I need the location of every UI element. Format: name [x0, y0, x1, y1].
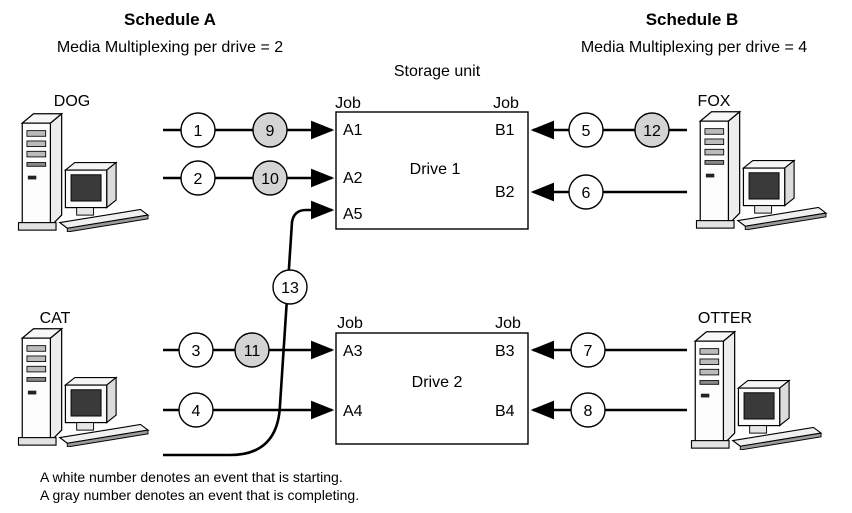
- drive1-job-header-a: Job: [335, 95, 361, 112]
- event-1-label: 1: [194, 123, 203, 140]
- dog-computer-icon: [17, 113, 149, 232]
- event-6-label: 6: [582, 185, 591, 202]
- drive2-job-header-b: Job: [495, 315, 521, 332]
- client-otter-label: OTTER: [698, 310, 752, 327]
- drive1-job-header-b: Job: [493, 95, 519, 112]
- storage-unit-label: Storage unit: [394, 63, 481, 80]
- drive1-name: Drive 1: [410, 161, 461, 178]
- schedule-b-title: Schedule B: [646, 10, 739, 29]
- event-4-label: 4: [192, 403, 201, 420]
- event-3-label: 3: [192, 343, 201, 360]
- schedule-a-subtitle: Media Multiplexing per drive = 2: [57, 39, 283, 56]
- event-4-marker: 4: [178, 392, 214, 428]
- wire-cat-a5: [163, 200, 335, 457]
- event-10-label: 10: [261, 171, 279, 188]
- event-5-label: 5: [582, 123, 591, 140]
- drive1-job-a5: A5: [343, 206, 363, 223]
- event-2-marker: 2: [180, 160, 216, 196]
- event-10-marker: 10: [252, 160, 288, 196]
- event-8-marker: 8: [570, 392, 606, 428]
- event-11-marker: 11: [234, 332, 270, 368]
- event-12-marker: 12: [634, 112, 670, 148]
- event-3-marker: 3: [178, 332, 214, 368]
- event-9-marker: 9: [252, 112, 288, 148]
- client-cat-label: CAT: [40, 310, 71, 327]
- drive1-box: [335, 111, 529, 230]
- fox-computer-icon: [695, 111, 827, 230]
- legend-completing-note: A gray number denotes an event that is c…: [40, 487, 359, 503]
- drive2-job-a4: A4: [343, 403, 363, 420]
- event-12-label: 12: [643, 123, 661, 140]
- event-1-marker: 1: [180, 112, 216, 148]
- drive1-job-a2: A2: [343, 170, 363, 187]
- event-13-marker: 13: [272, 269, 308, 305]
- event-7-label: 7: [584, 343, 593, 360]
- event-13-label: 13: [281, 280, 299, 297]
- event-8-label: 8: [584, 403, 593, 420]
- event-6-marker: 6: [568, 174, 604, 210]
- client-fox-label: FOX: [698, 93, 731, 110]
- drive2-box: [335, 332, 529, 445]
- event-2-label: 2: [194, 171, 203, 188]
- schedule-b-subtitle: Media Multiplexing per drive = 4: [581, 39, 807, 56]
- drive2-job-b3: B3: [495, 343, 515, 360]
- schedule-a-title: Schedule A: [124, 10, 216, 29]
- event-5-marker: 5: [568, 112, 604, 148]
- drive2-name: Drive 2: [412, 374, 463, 391]
- otter-computer-icon: [690, 331, 822, 450]
- drive2-job-a3: A3: [343, 343, 363, 360]
- event-11-label: 11: [244, 343, 261, 360]
- drive1-job-b2: B2: [495, 184, 515, 201]
- drive1-job-b1: B1: [495, 122, 515, 139]
- drive1-job-a1: A1: [343, 122, 363, 139]
- event-9-label: 9: [266, 123, 275, 140]
- cat-computer-icon: [17, 328, 149, 447]
- drive2-job-header-a: Job: [337, 315, 363, 332]
- legend-starting-note: A white number denotes an event that is …: [40, 469, 343, 485]
- event-7-marker: 7: [570, 332, 606, 368]
- client-dog-label: DOG: [54, 93, 90, 110]
- drive2-job-b4: B4: [495, 403, 515, 420]
